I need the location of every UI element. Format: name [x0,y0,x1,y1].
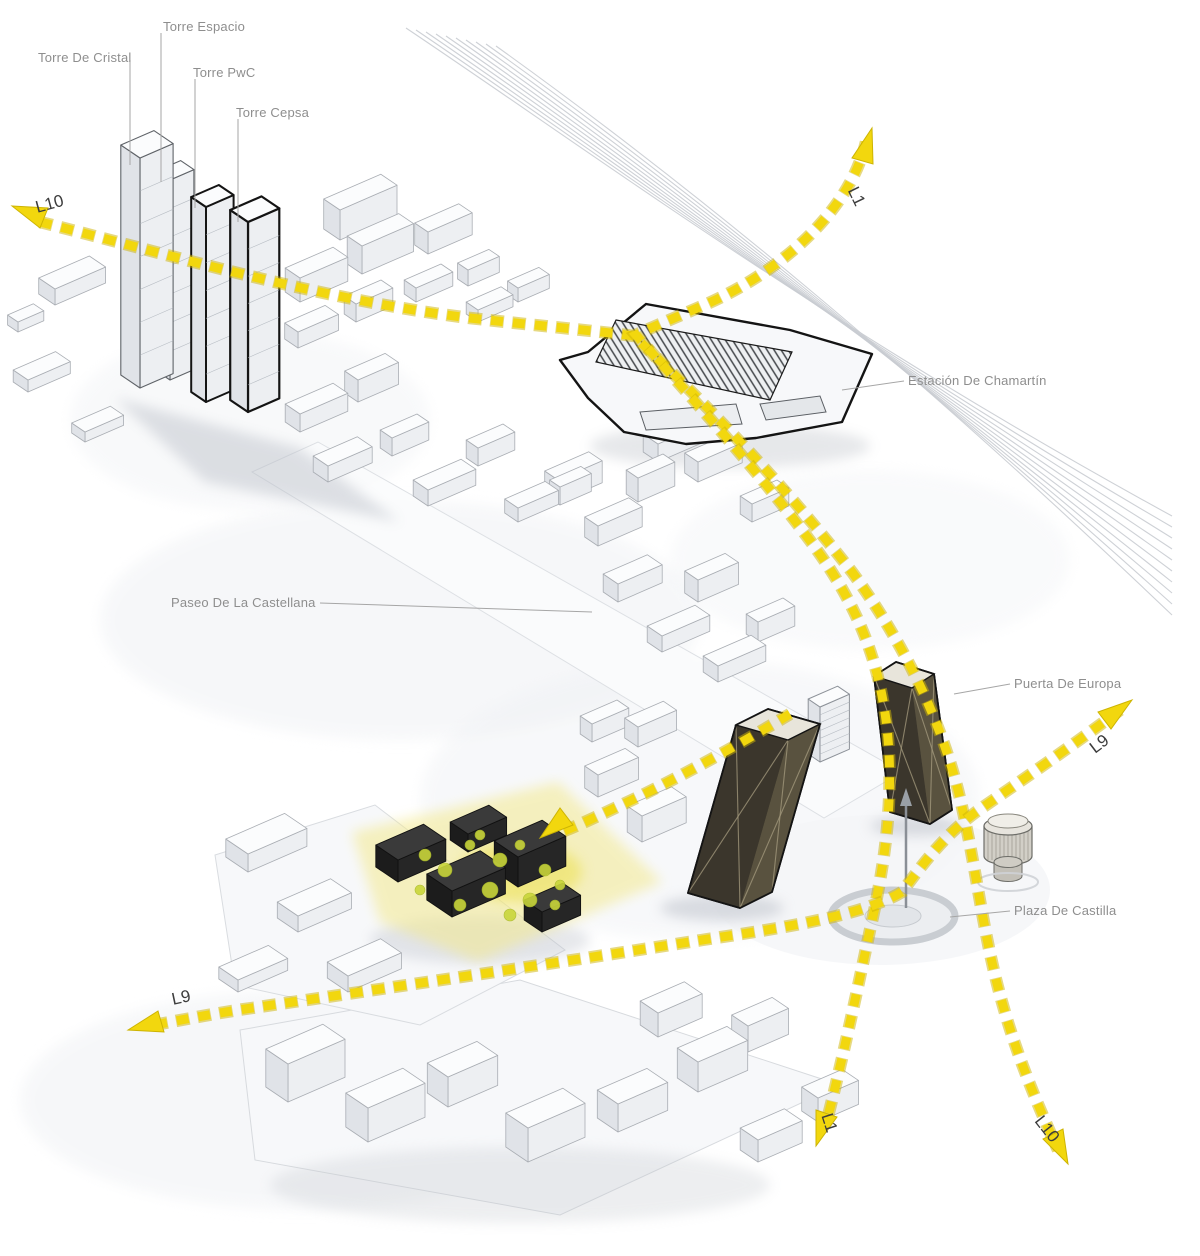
arrow-l10-northwest [10,205,49,229]
route-l9 [153,706,1123,1030]
label-torre-cepsa: Torre Cepsa [236,105,310,120]
label-torre-espacio: Torre Espacio [163,19,246,34]
label-torre-de-cristal: Torre De Cristal [38,50,132,65]
route-l10 [38,217,1063,1152]
metro-arrows [10,126,1134,1166]
trees [414,829,566,922]
city-blocks [7,173,859,1163]
arrow-l9-west [126,1010,165,1033]
arrow-l10-south [1042,1128,1069,1166]
arrow-spur-site [538,807,574,840]
arrow-l1-south [815,1109,838,1148]
arrow-l9-east [1097,698,1134,730]
label-puerta-europa: Puerta De Europa [1014,676,1122,691]
metro-lines [38,140,1124,1153]
label-plaza-castilla: Plaza De Castilla [1014,903,1117,918]
route-spur [554,710,793,839]
label-paseo-castellana: Paseo De La Castellana [171,595,316,610]
label-estacion-chamartin: Estación De Chamartín [908,373,1047,388]
arrow-l1-north [851,126,874,165]
leader-lines [129,33,1011,918]
water-tower [977,813,1039,892]
label-torre-pwc: Torre PwC [193,65,256,80]
cuatro-torres [120,130,281,414]
label-line-l9-west: L9 [169,986,193,1009]
route-l1 [628,140,895,1126]
